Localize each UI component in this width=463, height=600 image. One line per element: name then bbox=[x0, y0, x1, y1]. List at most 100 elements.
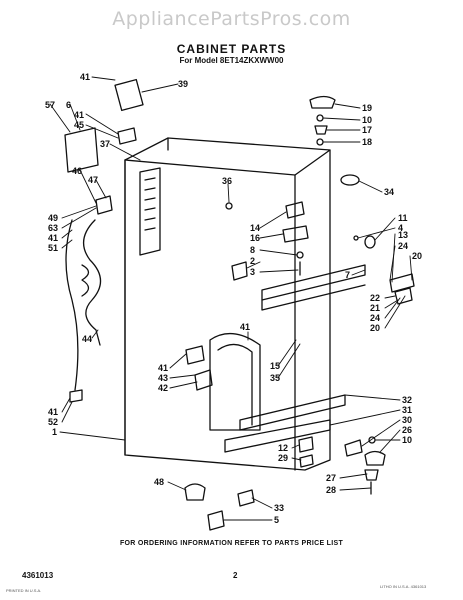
callout-33: 33 bbox=[274, 503, 284, 513]
callout-63: 63 bbox=[48, 223, 58, 233]
lower-rail bbox=[239, 394, 346, 431]
part-13-hinge bbox=[389, 273, 415, 293]
part-10-screw bbox=[316, 114, 324, 122]
part-22-bracket bbox=[394, 287, 413, 305]
callout-24-b: 24 bbox=[370, 313, 380, 323]
part-5-roller bbox=[207, 510, 225, 531]
callout-29: 29 bbox=[278, 453, 288, 463]
callout-8: 8 bbox=[250, 245, 255, 255]
back-panel-grille bbox=[144, 177, 156, 231]
part-43-bracket bbox=[185, 345, 205, 365]
part-26-leveler bbox=[364, 450, 386, 466]
callout-41-top: 41 bbox=[80, 72, 90, 82]
part-12-bracket bbox=[298, 436, 314, 453]
part-39-bracket bbox=[114, 78, 144, 112]
compressor-area bbox=[209, 333, 261, 431]
diagram-title: CABINET PARTS bbox=[176, 42, 287, 56]
part-29-clip bbox=[299, 454, 314, 468]
callout-21: 21 bbox=[370, 303, 380, 313]
callout-12: 12 bbox=[278, 443, 288, 453]
part-46-valve bbox=[95, 195, 113, 215]
part-16-cover bbox=[282, 225, 309, 243]
callout-52: 52 bbox=[48, 417, 58, 427]
bottom-rail bbox=[224, 419, 331, 453]
callout-22: 22 bbox=[370, 293, 380, 303]
callout-11: 11 bbox=[398, 213, 408, 223]
callout-42: 42 bbox=[158, 383, 168, 393]
callout-14: 14 bbox=[250, 223, 260, 233]
callout-41-b: 41 bbox=[74, 110, 84, 120]
callout-41-f: 41 bbox=[158, 363, 168, 373]
callout-24-top: 24 bbox=[398, 241, 408, 251]
callout-39: 39 bbox=[178, 79, 188, 89]
callout-35: 35 bbox=[270, 373, 280, 383]
part-44-cord bbox=[83, 219, 102, 346]
model-subtitle: For Model 8ET14ZKXWW00 bbox=[179, 56, 284, 65]
callout-7: 7 bbox=[345, 270, 350, 280]
callout-34: 34 bbox=[384, 187, 394, 197]
callout-30: 30 bbox=[402, 415, 412, 425]
compressor-inner bbox=[217, 343, 253, 426]
part-6-housing bbox=[64, 127, 99, 173]
callout-10-top: 10 bbox=[362, 115, 372, 125]
callout-46: 46 bbox=[72, 166, 82, 176]
part-41-clip bbox=[69, 389, 83, 403]
callout-4: 4 bbox=[398, 223, 403, 233]
part-45-clip bbox=[117, 127, 137, 145]
callout-47: 47 bbox=[88, 175, 98, 185]
part-44-coil bbox=[81, 264, 90, 297]
callout-2: 2 bbox=[250, 256, 255, 266]
part-8-pin bbox=[296, 251, 304, 259]
divider-rail bbox=[261, 264, 366, 301]
part-51-tube bbox=[65, 219, 79, 391]
part-36-screw bbox=[225, 202, 233, 210]
callout-16: 16 bbox=[250, 233, 260, 243]
callout-19: 19 bbox=[362, 103, 372, 113]
callout-15: 15 bbox=[270, 361, 280, 371]
part-18-washer bbox=[316, 138, 324, 146]
callout-49: 49 bbox=[48, 213, 58, 223]
part-4-screw bbox=[353, 235, 359, 241]
watermark: AppliancePartsPros.com bbox=[112, 8, 351, 30]
part-30-bracket bbox=[344, 439, 363, 457]
part-27-foot bbox=[364, 469, 379, 481]
ordering-info-footer: FOR ORDERING INFORMATION REFER TO PARTS … bbox=[119, 540, 344, 547]
callout-43: 43 bbox=[158, 373, 168, 383]
callout-41-e: 41 bbox=[240, 322, 250, 332]
callout-27: 27 bbox=[326, 473, 336, 483]
callout-20-top: 20 bbox=[412, 251, 422, 261]
callout-31: 31 bbox=[402, 405, 412, 415]
callout-13: 13 bbox=[398, 230, 408, 240]
callout-20-b: 20 bbox=[370, 323, 380, 333]
callout-57: 57 bbox=[45, 100, 55, 110]
fine-print-left: PRINTED IN U.S.A. bbox=[6, 588, 42, 593]
callout-5: 5 bbox=[274, 515, 279, 525]
document-number: 4361013 bbox=[22, 571, 54, 580]
page-number: 2 bbox=[233, 571, 238, 580]
cabinet-body bbox=[124, 137, 331, 471]
callout-41-c: 41 bbox=[48, 233, 58, 243]
callout-51: 51 bbox=[48, 243, 58, 253]
callout-45: 45 bbox=[74, 120, 84, 130]
callout-28: 28 bbox=[326, 485, 336, 495]
part-14-hinge bbox=[285, 201, 305, 219]
part-17-bushing bbox=[314, 125, 328, 135]
fine-print-right: LITHO IN U.S.A. 4361013 bbox=[380, 584, 427, 589]
part-2-bracket bbox=[231, 261, 248, 281]
callout-44: 44 bbox=[82, 334, 92, 344]
back-panel-left bbox=[139, 167, 161, 256]
divider-bar bbox=[261, 284, 366, 311]
part-34-plug bbox=[340, 174, 360, 186]
part-11-cap bbox=[364, 235, 376, 249]
callout-6: 6 bbox=[66, 100, 71, 110]
part-42-bracket bbox=[194, 369, 213, 391]
callout-3: 3 bbox=[250, 267, 255, 277]
part-33-plate bbox=[237, 489, 255, 507]
callout-48: 48 bbox=[154, 477, 164, 487]
callout-32: 32 bbox=[402, 395, 412, 405]
part-19-handle bbox=[309, 95, 336, 109]
callout-36: 36 bbox=[222, 176, 232, 186]
callout-37: 37 bbox=[100, 139, 110, 149]
callout-17: 17 bbox=[362, 125, 372, 135]
